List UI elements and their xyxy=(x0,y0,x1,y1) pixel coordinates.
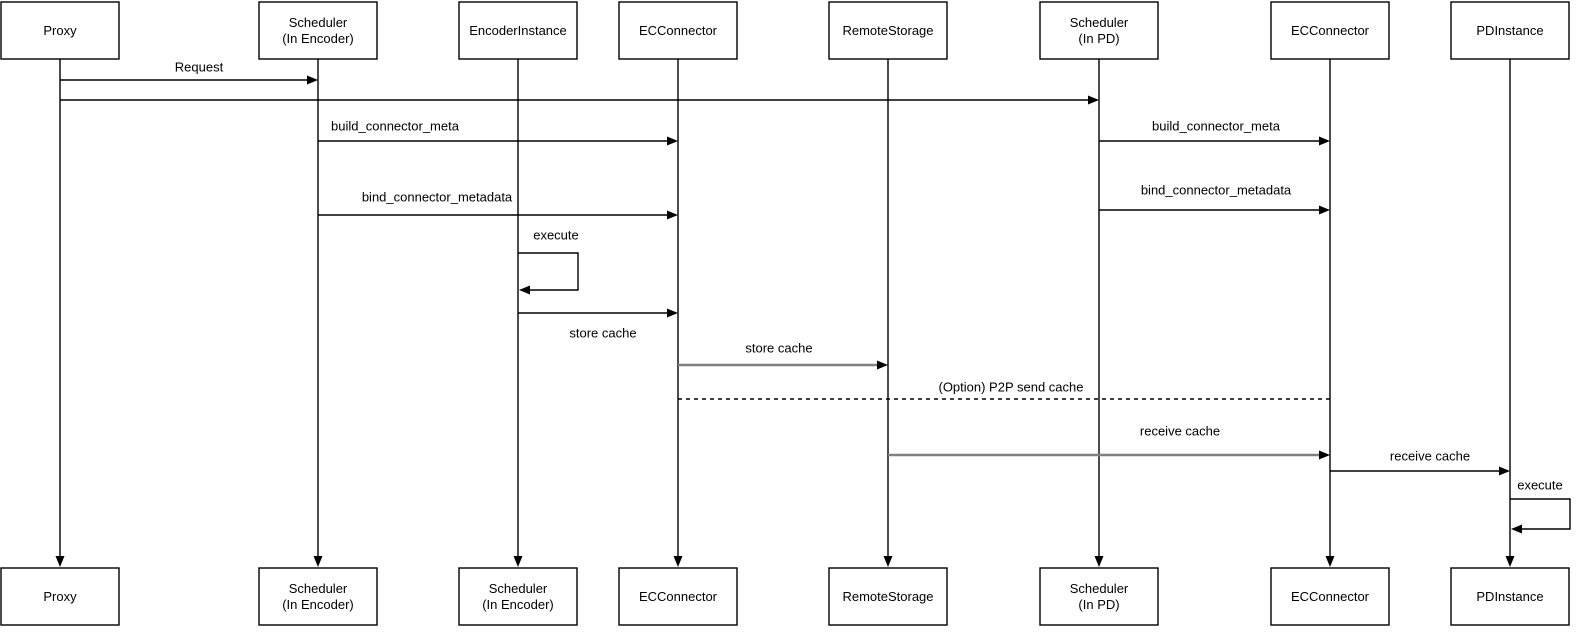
message-label-store-cache-2: store cache xyxy=(745,341,812,356)
participant-top-label-scheduler-pd: Scheduler(In PD) xyxy=(1070,15,1129,46)
participant-top-label-scheduler-encoder: Scheduler(In Encoder) xyxy=(282,15,354,46)
self-loop-label-execute-pd: execute xyxy=(1517,478,1563,493)
participant-bottom-label-ec-connector-2: ECConnector xyxy=(1291,589,1370,604)
message-label-receive-cache-1: receive cache xyxy=(1140,424,1220,439)
arrowhead-down-icon xyxy=(513,556,523,567)
participant-top-box-proxy xyxy=(0,1,120,60)
arrowhead-right-icon xyxy=(1319,450,1330,460)
participant-bottom-box-encoder-instance xyxy=(458,567,578,626)
message-label-bind-connector-metadata-2: bind_connector_metadata xyxy=(1141,183,1292,198)
participant-top-box-encoder-instance xyxy=(458,1,578,60)
participant-bottom-label-ec-connector: ECConnector xyxy=(639,589,718,604)
participant-top-label-pd-instance: PDInstance xyxy=(1476,23,1543,38)
participant-top-label-encoder-instance: EncoderInstance xyxy=(469,23,567,38)
participant-bottom-label-remote-storage: RemoteStorage xyxy=(842,589,933,604)
arrowhead-right-icon xyxy=(667,136,678,146)
participant-top-label-proxy: Proxy xyxy=(43,23,77,38)
message-label-p2p-send-cache: (Option) P2P send cache xyxy=(938,380,1083,395)
participant-top-label-ec-connector-2: ECConnector xyxy=(1291,23,1370,38)
arrowhead-down-icon xyxy=(673,556,683,567)
arrowhead-right-icon xyxy=(307,75,318,85)
participant-bottom-label-pd-instance: PDInstance xyxy=(1476,589,1543,604)
arrowhead-down-icon xyxy=(55,556,65,567)
self-loop-execute-encoder xyxy=(518,252,579,291)
participant-top-label-remote-storage: RemoteStorage xyxy=(842,23,933,38)
participant-top-box-ec-connector-2 xyxy=(1270,1,1390,60)
participant-top-box-pd-instance xyxy=(1450,1,1570,60)
participant-bottom-box-ec-connector-2 xyxy=(1270,567,1390,626)
arrowhead-down-icon xyxy=(883,556,893,567)
message-label-build-connector-meta-1: build_connector_meta xyxy=(331,119,460,134)
arrowhead-right-icon xyxy=(877,360,888,370)
message-label-receive-cache-2: receive cache xyxy=(1390,449,1470,464)
arrowhead-left-icon xyxy=(519,285,530,295)
arrowhead-right-icon xyxy=(1319,136,1330,146)
participant-top-box-ec-connector xyxy=(618,1,738,60)
participant-top-box-remote-storage xyxy=(828,1,948,60)
arrowhead-right-icon xyxy=(667,308,678,318)
participant-bottom-label-encoder-instance: Scheduler(In Encoder) xyxy=(482,581,554,612)
arrowhead-right-icon xyxy=(667,210,678,220)
participant-bottom-box-ec-connector xyxy=(618,567,738,626)
participant-bottom-box-remote-storage xyxy=(828,567,948,626)
participant-top-box-scheduler-pd xyxy=(1039,1,1159,60)
message-label-store-cache-1: store cache xyxy=(569,326,636,341)
arrowhead-right-icon xyxy=(1088,95,1099,105)
participant-bottom-label-proxy: Proxy xyxy=(43,589,77,604)
participant-bottom-box-pd-instance xyxy=(1450,567,1570,626)
arrowhead-down-icon xyxy=(313,556,323,567)
arrowhead-left-icon xyxy=(1511,524,1522,534)
participant-bottom-box-scheduler-encoder xyxy=(258,567,378,626)
self-loop-label-execute-encoder: execute xyxy=(533,228,579,243)
message-label-request: Request xyxy=(175,60,224,75)
message-label-bind-connector-metadata-1: bind_connector_metadata xyxy=(362,190,513,205)
arrowhead-right-icon xyxy=(1499,466,1510,476)
participant-bottom-label-scheduler-pd: Scheduler(In PD) xyxy=(1070,581,1129,612)
participant-bottom-label-scheduler-encoder: Scheduler(In Encoder) xyxy=(282,581,354,612)
self-loop-execute-pd xyxy=(1510,498,1571,530)
participant-bottom-box-scheduler-pd xyxy=(1039,567,1159,626)
arrowhead-down-icon xyxy=(1505,556,1515,567)
message-label-build-connector-meta-2: build_connector_meta xyxy=(1152,119,1281,134)
participant-bottom-box-proxy xyxy=(0,567,120,626)
arrowhead-right-icon xyxy=(1319,205,1330,215)
arrowhead-down-icon xyxy=(1325,556,1335,567)
participant-top-label-ec-connector: ECConnector xyxy=(639,23,718,38)
arrowhead-down-icon xyxy=(1094,556,1104,567)
participant-top-box-scheduler-encoder xyxy=(258,1,378,60)
